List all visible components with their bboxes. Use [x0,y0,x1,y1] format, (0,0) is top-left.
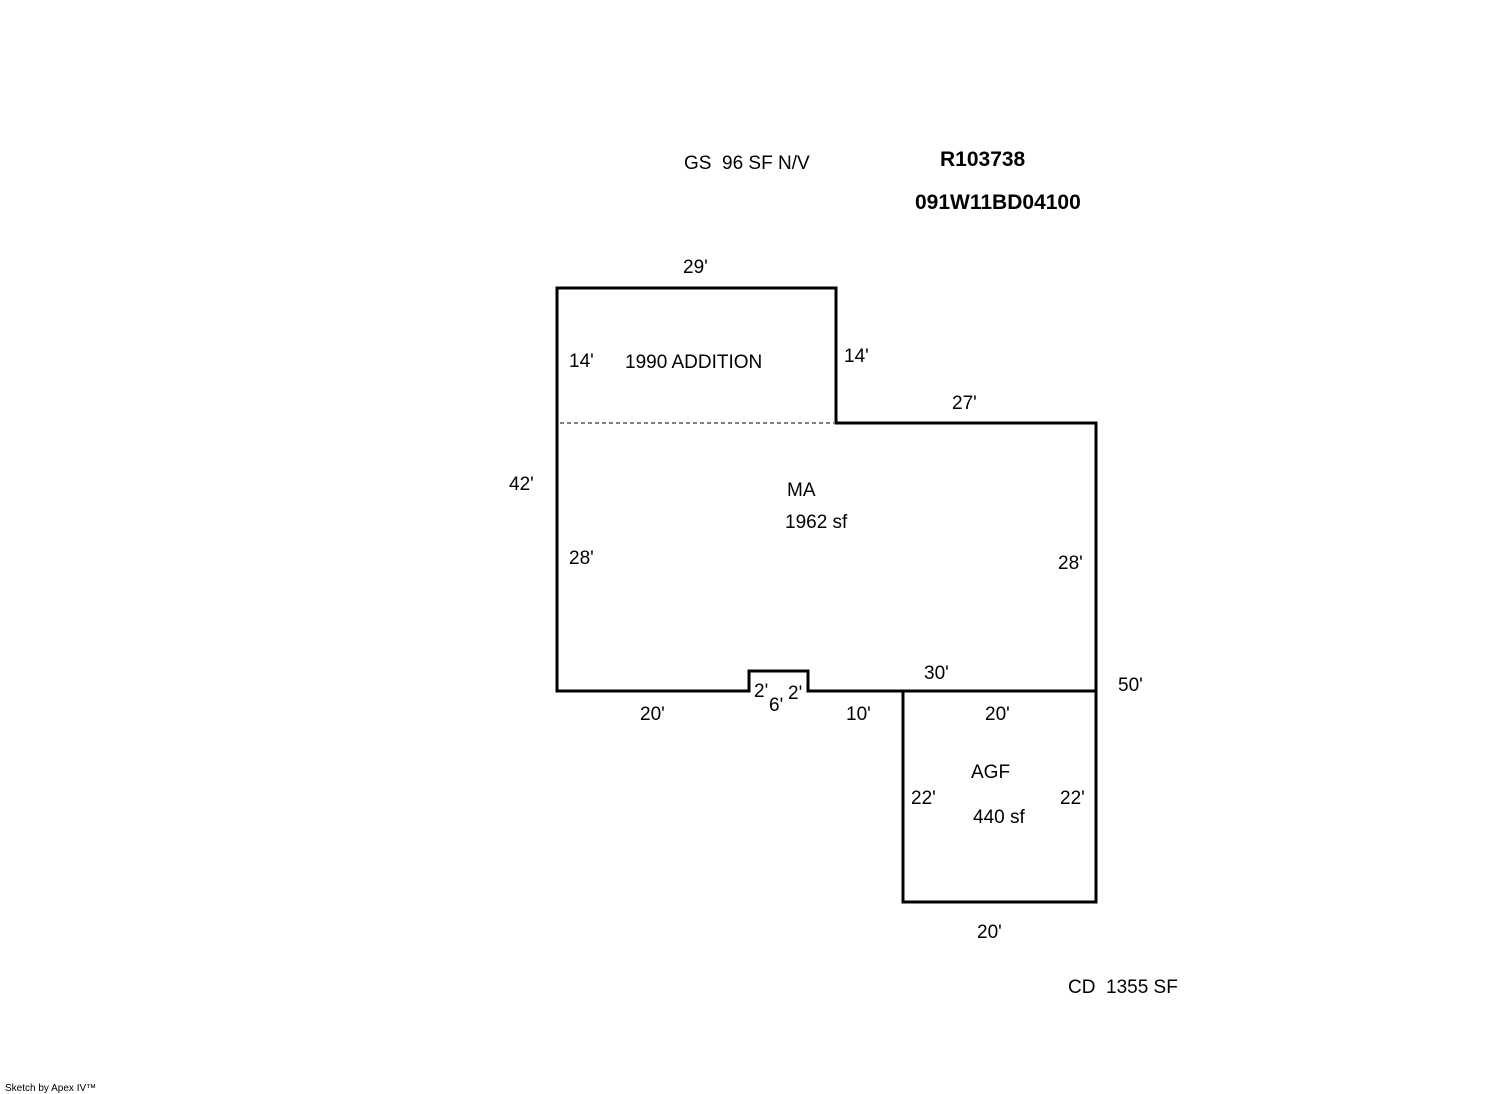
main-area-label: MA [787,480,816,501]
cd-note: CD 1355 SF [1068,977,1178,998]
dim-step-top: 27' [952,393,977,414]
dim-notch-right: 2' [788,683,802,704]
map-number: 091W11BD04100 [915,191,1081,214]
dim-notch-width: 6' [769,695,783,716]
addition-label: 1990 ADDITION [625,352,762,373]
dim-bottom-mid: 10' [846,704,871,725]
parcel-id: R103738 [940,148,1026,171]
garage-dim-bottom: 20' [977,922,1002,943]
dim-top: 29' [683,257,708,278]
dim-right: 28' [1058,553,1083,574]
dim-overall-left: 42' [509,474,534,495]
main-area-size: 1962 sf [785,512,848,533]
dim-bottom-left: 20' [640,704,665,725]
garage-dim-right: 22' [1060,788,1085,809]
dim-addition-right: 14' [844,346,869,367]
dim-notch-left: 2' [754,681,768,702]
garage-dim-left: 22' [911,788,936,809]
gs-note: GS 96 SF N/V [684,153,810,174]
garage-dim-top: 20' [985,704,1010,725]
garage-area-size: 440 sf [973,807,1025,828]
garage-label: AGF [971,762,1010,783]
sketch-credit: Sketch by Apex IV™ [5,1083,96,1094]
garage-outline [901,691,1098,904]
dim-addition-left: 14' [569,351,594,372]
dim-left-lower: 28' [569,548,594,569]
dim-overall-right: 50' [1118,675,1143,696]
dim-bottom-right: 30' [924,663,949,684]
main-area-outline [555,286,1098,693]
